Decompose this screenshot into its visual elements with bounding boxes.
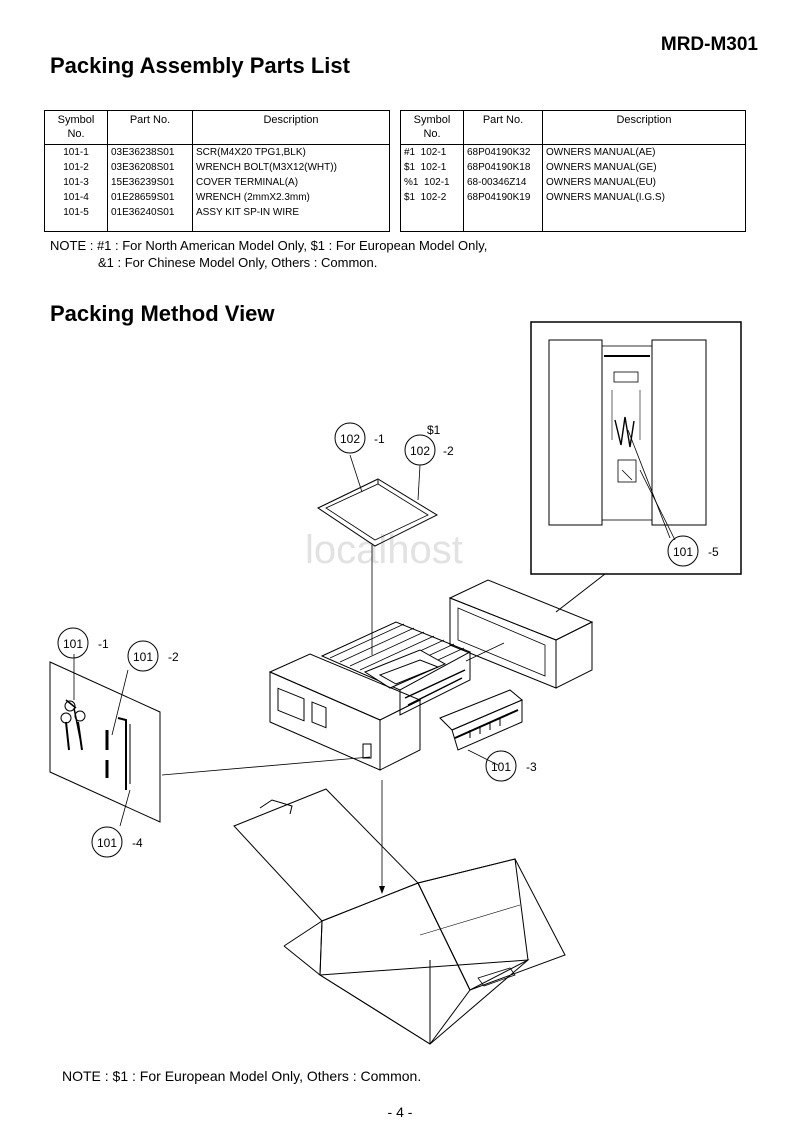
callout-label: 101 bbox=[63, 637, 83, 651]
callout-101-3: 101 -3 bbox=[485, 750, 537, 782]
symbol-cell: $1 102-2 bbox=[400, 190, 464, 205]
callout-101-2: 101 -2 bbox=[127, 640, 179, 672]
desc-cell: OWNERS MANUAL(EU) bbox=[546, 177, 657, 188]
part-cell: 15E36239S01 bbox=[107, 175, 193, 190]
callout-label: 101 bbox=[97, 836, 117, 850]
callout-102-2: $1 102 -2 bbox=[404, 423, 454, 466]
accessory-sheet bbox=[49, 661, 161, 823]
amplifier-unit bbox=[320, 621, 472, 716]
desc-cell: OWNERS MANUAL(GE) bbox=[546, 162, 657, 173]
callout-102-1: 102 -1 bbox=[334, 422, 385, 454]
col-description: Description bbox=[192, 110, 390, 145]
table-row: %1 102-1 68-00346Z14 OWNERS MANUAL(EU) bbox=[400, 175, 746, 190]
desc-cell: OWNERS MANUAL(I.G.S) bbox=[546, 192, 665, 203]
col-symbol: Symbol No. bbox=[44, 110, 108, 145]
terminal-cover bbox=[439, 689, 523, 751]
part-cell: 03E36238S01 bbox=[107, 144, 193, 160]
desc-cell: WRENCH (2mmX2.3mm) bbox=[196, 192, 310, 203]
symbol-cell: 101-5 bbox=[44, 205, 108, 220]
desc-cell: OWNERS MANUAL(AE) bbox=[546, 147, 656, 158]
desc-cell: SCR(M4X20 TPG1,BLK) bbox=[196, 147, 306, 158]
desc-cell: WRENCH BOLT(M3X12(WHT)) bbox=[196, 162, 337, 173]
parts-note-line2: &1 : For Chinese Model Only, Others : Co… bbox=[98, 255, 378, 270]
col-symbol: Symbol No. bbox=[400, 110, 464, 145]
symbol-cell: #1 102-1 bbox=[400, 144, 464, 160]
right-cushion bbox=[448, 579, 594, 689]
carton-box bbox=[233, 788, 566, 1045]
symbol-cell: 101-2 bbox=[44, 160, 108, 175]
part-cell: 68P04190K18 bbox=[463, 160, 543, 175]
owners-manual bbox=[316, 478, 439, 547]
callout-suffix: -3 bbox=[526, 760, 537, 774]
table-row: $1 102-1 68P04190K18 OWNERS MANUAL(GE) bbox=[400, 160, 746, 175]
callout-label: 102 bbox=[410, 444, 430, 458]
table-row: 101-5 01E36240S01 ASSY KIT SP-IN WIRE bbox=[44, 205, 390, 220]
symbol-cell: 101-4 bbox=[44, 190, 108, 205]
callout-101-5: 101 -5 bbox=[667, 535, 719, 567]
callout-suffix: -4 bbox=[132, 836, 143, 850]
part-cell: 68P04190K32 bbox=[463, 144, 543, 160]
col-part-no: Part No. bbox=[107, 110, 193, 145]
parts-table-left: Symbol No. Part No. Description 101-1 03… bbox=[44, 110, 390, 232]
packing-view-title: Packing Method View bbox=[50, 301, 275, 326]
col-part-no: Part No. bbox=[463, 110, 543, 145]
callout-tag: $1 bbox=[427, 423, 441, 437]
desc-cell: COVER TERMINAL(A) bbox=[196, 177, 299, 188]
callout-suffix: -1 bbox=[374, 432, 385, 446]
left-cushion bbox=[268, 653, 422, 771]
callout-suffix: -1 bbox=[98, 637, 109, 651]
desc-cell: ASSY KIT SP-IN WIRE bbox=[196, 207, 299, 218]
callout-suffix: -2 bbox=[168, 650, 179, 664]
symbol-cell: 101-1 bbox=[44, 144, 108, 160]
watermark: localhost bbox=[305, 528, 463, 572]
detail-inset bbox=[530, 321, 742, 575]
table-row: 101-3 15E36239S01 COVER TERMINAL(A) bbox=[44, 175, 390, 190]
parts-list-title: Packing Assembly Parts List bbox=[50, 53, 350, 78]
callout-101-4: 101 -4 bbox=[91, 826, 143, 858]
parts-note-line1: NOTE : #1 : For North American Model Onl… bbox=[50, 238, 488, 253]
part-cell: 68-00346Z14 bbox=[463, 175, 543, 190]
table-row: 101-2 03E36208S01 WRENCH BOLT(M3X12(WHT)… bbox=[44, 160, 390, 175]
model-number: MRD-M301 bbox=[660, 34, 758, 55]
callout-label: 102 bbox=[340, 432, 360, 446]
table-row: $1 102-2 68P04190K19 OWNERS MANUAL(I.G.S… bbox=[400, 190, 746, 205]
col-description: Description bbox=[542, 110, 746, 145]
symbol-cell: 101-3 bbox=[44, 175, 108, 190]
table-row: 101-1 03E36238S01 SCR(M4X20 TPG1,BLK) bbox=[44, 144, 390, 160]
part-cell: 01E28659S01 bbox=[107, 190, 193, 205]
page-number: - 4 - bbox=[387, 1104, 413, 1120]
callout-suffix: -5 bbox=[708, 545, 719, 559]
callout-suffix: -2 bbox=[443, 444, 454, 458]
callout-label: 101 bbox=[673, 545, 693, 559]
part-cell: 01E36240S01 bbox=[107, 205, 193, 220]
callout-label: 101 bbox=[133, 650, 153, 664]
table-row: #1 102-1 68P04190K32 OWNERS MANUAL(AE) bbox=[400, 144, 746, 160]
symbol-cell: %1 102-1 bbox=[400, 175, 464, 190]
table-row: 101-4 01E28659S01 WRENCH (2mmX2.3mm) bbox=[44, 190, 390, 205]
packing-view-note: NOTE : $1 : For European Model Only, Oth… bbox=[62, 1068, 422, 1084]
callout-label: 101 bbox=[491, 760, 511, 774]
callout-101-1: 101 -1 bbox=[57, 627, 109, 659]
parts-table-right: Symbol No. Part No. Description #1 102-1… bbox=[400, 110, 746, 232]
part-cell: 03E36208S01 bbox=[107, 160, 193, 175]
symbol-cell: $1 102-1 bbox=[400, 160, 464, 175]
part-cell: 68P04190K19 bbox=[463, 190, 543, 205]
